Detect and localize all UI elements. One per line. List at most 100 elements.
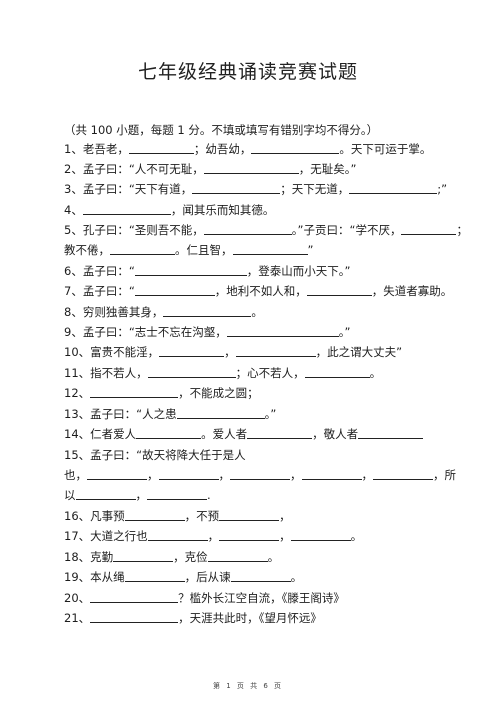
question-10: 10、富贵不能淫，，，此之谓大丈夫”	[64, 345, 402, 359]
answer-blank[interactable]	[230, 570, 291, 582]
answer-blank[interactable]	[110, 243, 175, 255]
answer-blank[interactable]	[75, 488, 136, 500]
question-6: 6、孟子曰：“ ，登泰山而小天下。”	[64, 264, 351, 278]
question-18: 18、克勤，克俭。	[64, 550, 279, 564]
question-text: .	[207, 488, 211, 502]
answer-blank[interactable]	[251, 142, 340, 154]
answer-blank[interactable]	[247, 427, 313, 439]
answer-blank[interactable]	[147, 366, 236, 378]
answer-blank[interactable]	[136, 427, 202, 439]
question-text: 21、	[64, 611, 91, 625]
question-text: ，	[224, 345, 236, 359]
instructions: （共 100 小题，每题 1 分。不填或填写有错别字均不得分。）	[64, 123, 379, 137]
answer-blank[interactable]	[301, 468, 362, 480]
question-20: 20、 ？槛外长江空自流，《滕王阁诗》	[64, 591, 345, 605]
question-text: ，	[135, 488, 148, 502]
question-text: 。”	[338, 325, 351, 339]
question-text: ，不预	[184, 509, 220, 523]
answer-blank[interactable]	[358, 427, 424, 439]
answer-blank[interactable]	[90, 611, 179, 623]
question-text: 。”	[264, 407, 277, 421]
question-text: 9、孟子曰：“志士不忘在沟壑，	[64, 325, 227, 339]
answer-blank[interactable]	[349, 182, 438, 194]
question-text: 教不倦，	[64, 243, 110, 257]
answer-blank[interactable]	[134, 284, 215, 296]
question-text: 。	[267, 550, 280, 564]
answer-blank[interactable]	[207, 550, 268, 562]
answer-blank[interactable]	[235, 345, 316, 357]
answer-blank[interactable]	[128, 142, 194, 154]
answer-blank[interactable]	[306, 284, 372, 296]
answer-blank[interactable]	[219, 529, 280, 541]
question-text: ，	[207, 529, 220, 543]
question-text: 12、	[64, 386, 91, 400]
question-text: 1、老吾老，	[64, 142, 129, 156]
question-text: 20、	[64, 591, 91, 605]
question-text: ，	[279, 509, 291, 523]
question-5: 5、孔子曰：“圣则吾不能， 。”子贡曰：“学不厌， ；	[64, 223, 468, 237]
answer-blank[interactable]	[203, 162, 299, 174]
answer-blank[interactable]	[232, 243, 308, 255]
answer-blank[interactable]	[176, 407, 265, 419]
question-text: 5、孔子曰：“圣则吾不能，	[64, 223, 204, 237]
question-text: ”	[307, 243, 314, 257]
answer-blank[interactable]	[147, 488, 207, 500]
question-5-continued: 教不倦，。仁且智，”	[64, 243, 313, 257]
answer-blank[interactable]	[203, 223, 292, 235]
answer-blank[interactable]	[82, 203, 171, 215]
question-text: 3、孟子曰：“天下有道，	[64, 182, 193, 196]
answer-blank[interactable]	[159, 345, 225, 357]
question-13: 13、孟子曰：“人之患。”	[64, 407, 276, 421]
answer-blank[interactable]	[290, 529, 351, 541]
question-text: ，登泰山而小天下。”	[246, 264, 351, 278]
question-text: ，	[279, 529, 291, 543]
question-1: 1、老吾老，；幼吾幼，。天下可运于掌。	[64, 142, 431, 156]
page-title: 七年级经典诵读竞赛试题	[137, 61, 358, 83]
question-11: 11、指不若人， ；心不若人， 。	[64, 366, 381, 380]
question-text: 。爱人者	[201, 427, 248, 441]
answer-blank[interactable]	[226, 325, 339, 337]
answer-blank[interactable]	[90, 591, 179, 603]
question-text: 。”子贡曰：“学不厌，	[291, 223, 402, 237]
answer-blank[interactable]	[401, 223, 457, 235]
answer-blank[interactable]	[373, 468, 433, 480]
question-15-line-3: 以 ，.	[64, 488, 211, 502]
question-8: 8、穷则独善其身， 。	[64, 305, 263, 319]
question-text: 7、孟子曰：“	[64, 284, 135, 298]
question-2: 2、孟子曰：“人不可无耻，，无耻矣。”	[64, 162, 357, 176]
question-21: 21、 ，天涯共此时，《望月怀远》	[64, 611, 322, 625]
answer-blank[interactable]	[219, 509, 280, 521]
question-text: ，地利不如人和，	[214, 284, 307, 298]
answer-blank[interactable]	[124, 509, 185, 521]
answer-blank[interactable]	[163, 305, 252, 317]
question-text: 以	[64, 488, 76, 502]
question-text: 11、指不若人，	[64, 366, 148, 380]
page-number: 第 1 页 共 6 页	[212, 682, 284, 690]
question-text: ；	[456, 223, 468, 237]
answer-blank[interactable]	[113, 550, 174, 562]
answer-blank[interactable]	[147, 529, 208, 541]
question-3: 3、孟子曰：“天下有道，；天下无道，;”	[64, 182, 447, 196]
answer-blank[interactable]	[192, 182, 281, 194]
question-text: ；心不若人，	[235, 366, 305, 380]
question-14: 14、仁者爱人。爱人者，敬人者	[64, 427, 424, 441]
question-text: 也，	[64, 468, 87, 482]
question-text: 10、富贵不能淫，	[64, 345, 160, 359]
question-text: ，	[147, 468, 159, 482]
answer-blank[interactable]	[158, 468, 219, 480]
question-text: 。	[251, 305, 263, 319]
answer-blank[interactable]	[134, 264, 247, 276]
answer-blank[interactable]	[304, 366, 370, 378]
question-text: ，天涯共此时，《望月怀远》	[178, 611, 322, 625]
answer-blank[interactable]	[230, 468, 290, 480]
question-text: 8、穷则独善其身，	[64, 305, 164, 319]
question-text: 。	[369, 366, 382, 380]
question-text: ？槛外长江空自流，《滕王阁诗》	[178, 591, 345, 605]
question-text: 18、克勤	[64, 550, 114, 564]
question-text: ，	[290, 468, 302, 482]
answer-blank[interactable]	[87, 468, 147, 480]
answer-blank[interactable]	[124, 570, 185, 582]
answer-blank[interactable]	[90, 386, 179, 398]
question-text: 。	[350, 529, 363, 543]
question-text: 6、孟子曰：“	[64, 264, 135, 278]
